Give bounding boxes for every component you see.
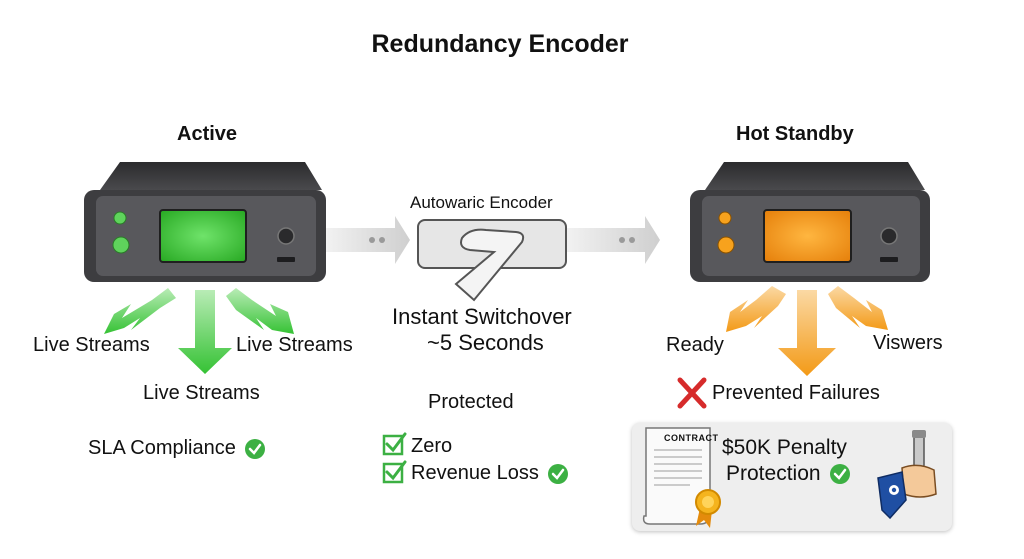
penalty-line2-text: Protection xyxy=(726,462,821,485)
standby-label: Hot Standby xyxy=(736,123,854,145)
cross-icon xyxy=(677,377,707,409)
switch-icon xyxy=(454,228,525,302)
green-arrow-left xyxy=(104,288,176,334)
sla-compliance: SLA Compliance xyxy=(88,437,266,460)
green-arrow-right xyxy=(226,288,294,334)
prevented-failures: Prevented Failures xyxy=(712,382,880,404)
checkbox-icon xyxy=(382,432,407,456)
protected-item-revenue: Revenue Loss xyxy=(411,462,569,485)
checkbox-icon xyxy=(382,460,407,484)
active-device xyxy=(84,162,326,282)
contract-icon xyxy=(642,427,721,528)
switchover-line1: Instant Switchover xyxy=(392,304,572,329)
check-circle-icon xyxy=(548,463,569,484)
tool-icon xyxy=(877,430,937,520)
penalty-line1: $50K Penalty xyxy=(722,436,847,459)
ready-label: Ready xyxy=(666,334,724,356)
orange-arrow-down xyxy=(778,290,836,376)
encoder-label: Autowaric Encoder xyxy=(410,193,553,212)
switchover-line2: ~5 Seconds xyxy=(427,330,544,355)
stream-label-left: Live Streams xyxy=(33,334,150,356)
seal-icon xyxy=(695,489,721,528)
orange-arrow-left xyxy=(726,286,786,332)
protected-heading: Protected xyxy=(428,391,514,413)
stream-label-bottom: Live Streams xyxy=(143,382,260,404)
contract-label: CONTRACT xyxy=(664,433,719,443)
viewers-label: Viswers xyxy=(873,332,943,354)
check-circle-icon xyxy=(830,464,851,485)
standby-device xyxy=(690,162,930,282)
sla-text: SLA Compliance xyxy=(88,437,236,459)
protected-item-revenue-text: Revenue Loss xyxy=(411,462,539,484)
green-arrow-down xyxy=(178,290,232,374)
penalty-line2: Protection xyxy=(726,462,851,486)
check-circle-icon xyxy=(245,438,266,459)
active-label: Active xyxy=(177,123,238,145)
protected-item-zero: Zero xyxy=(411,435,453,457)
orange-arrow-right xyxy=(828,286,888,330)
connector-arrow-left xyxy=(325,216,410,264)
page-title: Redundancy Encoder xyxy=(371,30,629,58)
stream-label-right: Live Streams xyxy=(236,334,353,356)
connector-arrow-right xyxy=(565,216,660,264)
encoder-box xyxy=(417,219,567,302)
